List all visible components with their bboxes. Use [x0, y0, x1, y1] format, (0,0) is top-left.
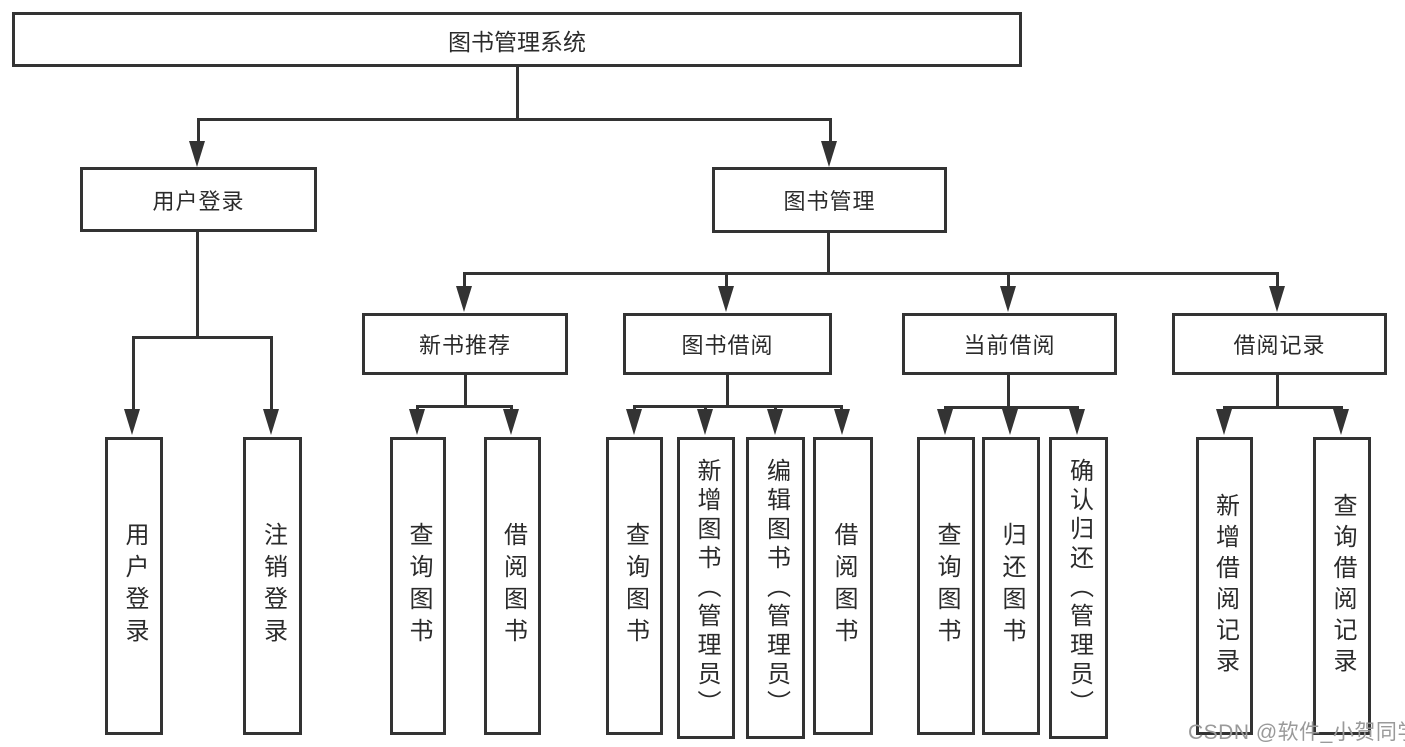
connector-hline-level2 [197, 118, 831, 121]
connector-trunk-borrow [726, 375, 729, 405]
node-label: 归还图书 [998, 522, 1025, 650]
connector-hline-records [1223, 406, 1342, 409]
connector-stem [829, 118, 832, 144]
leaf-return-books: 归还图书 [982, 437, 1040, 735]
node-borrowing-records: 借阅记录 [1172, 313, 1387, 375]
node-label: 图书借阅 [681, 333, 774, 358]
connector-trunk-user [196, 232, 199, 336]
node-book-management: 图书管理 [712, 167, 947, 233]
connector-hline-user [132, 336, 273, 339]
arrowhead-down [1216, 409, 1232, 435]
node-new-book-recommendation: 新书推荐 [362, 313, 568, 375]
leaf-logout: 注销登录 [243, 437, 302, 735]
node-label: 新增借阅记录 [1211, 493, 1239, 679]
node-library-management-system: 图书管理系统 [12, 12, 1022, 67]
node-label: 新增图书（管理员） [693, 457, 720, 719]
node-label: 查询图书 [405, 522, 432, 650]
connector-stem [132, 336, 135, 412]
leaf-edit-book-admin: 编辑图书（管理员） [746, 437, 805, 739]
watermark: CSDN @软件_小贺同学 [1188, 721, 1405, 744]
arrowhead-down [124, 409, 140, 435]
connector-trunk-records [1276, 375, 1279, 406]
node-label: 借阅图书 [499, 522, 527, 650]
node-label: 注销登录 [259, 522, 287, 650]
node-label: 图书管理 [783, 189, 876, 214]
node-current-borrowing: 当前借阅 [902, 313, 1117, 375]
node-user-login-group: 用户登录 [80, 167, 317, 232]
connector-hline-newbook [416, 405, 513, 408]
node-label: 确认归还（管理员） [1065, 457, 1093, 719]
arrowhead-down [821, 141, 837, 167]
arrowhead-down [263, 409, 279, 435]
arrowhead-down [626, 409, 642, 435]
arrowhead-down [1000, 286, 1016, 312]
leaf-confirm-return-admin: 确认归还（管理员） [1049, 437, 1108, 739]
leaf-add-borrow-record: 新增借阅记录 [1196, 437, 1253, 735]
arrowhead-down [503, 409, 519, 435]
node-label: 编辑图书（管理员） [762, 457, 790, 719]
arrowhead-down [718, 286, 734, 312]
connector-trunk-current [1007, 375, 1010, 406]
arrowhead-down [189, 141, 205, 167]
connector-stem [463, 272, 466, 290]
arrowhead-down [1333, 409, 1349, 435]
node-label: 查询图书 [933, 522, 960, 650]
arrowhead-down [697, 409, 713, 435]
node-label: 用户登录 [121, 522, 148, 650]
connector-trunk-newbook [464, 375, 467, 405]
connector-hline-borrow [633, 405, 843, 408]
connector-trunk-book [827, 233, 830, 272]
node-label: 用户登录 [152, 188, 245, 214]
leaf-add-book-admin: 新增图书（管理员） [677, 437, 735, 739]
node-label: 新书推荐 [418, 333, 511, 358]
connector-hline-level3 [464, 272, 1279, 275]
arrowhead-down [937, 409, 953, 435]
leaf-user-login: 用户登录 [105, 437, 163, 735]
connector-stem [725, 272, 728, 290]
connector-trunk-root [516, 66, 519, 118]
leaf-query-books-3: 查询图书 [917, 437, 975, 735]
leaf-query-borrow-record: 查询借阅记录 [1313, 437, 1371, 735]
arrowhead-down [767, 409, 783, 435]
node-label: 当前借阅 [963, 333, 1056, 358]
leaf-borrow-books-1: 借阅图书 [484, 437, 541, 735]
node-label: 查询借阅记录 [1329, 493, 1356, 679]
arrowhead-down [834, 409, 850, 435]
connector-stem [1007, 272, 1010, 290]
connector-stem [1276, 272, 1279, 290]
leaf-borrow-books-2: 借阅图书 [813, 437, 873, 735]
node-book-borrowing: 图书借阅 [623, 313, 832, 375]
leaf-query-books-2: 查询图书 [606, 437, 663, 735]
arrowhead-down [456, 286, 472, 312]
node-label: 借阅记录 [1233, 333, 1326, 358]
connector-stem [270, 336, 273, 412]
arrowhead-down [409, 409, 425, 435]
arrowhead-down [1002, 409, 1018, 435]
node-label: 借阅图书 [830, 522, 857, 650]
node-label: 查询图书 [621, 522, 649, 650]
arrowhead-down [1269, 286, 1285, 312]
leaf-query-books-1: 查询图书 [390, 437, 446, 735]
arrowhead-down [1069, 409, 1085, 435]
node-label: 图书管理系统 [448, 28, 586, 55]
connector-stem [197, 118, 200, 144]
